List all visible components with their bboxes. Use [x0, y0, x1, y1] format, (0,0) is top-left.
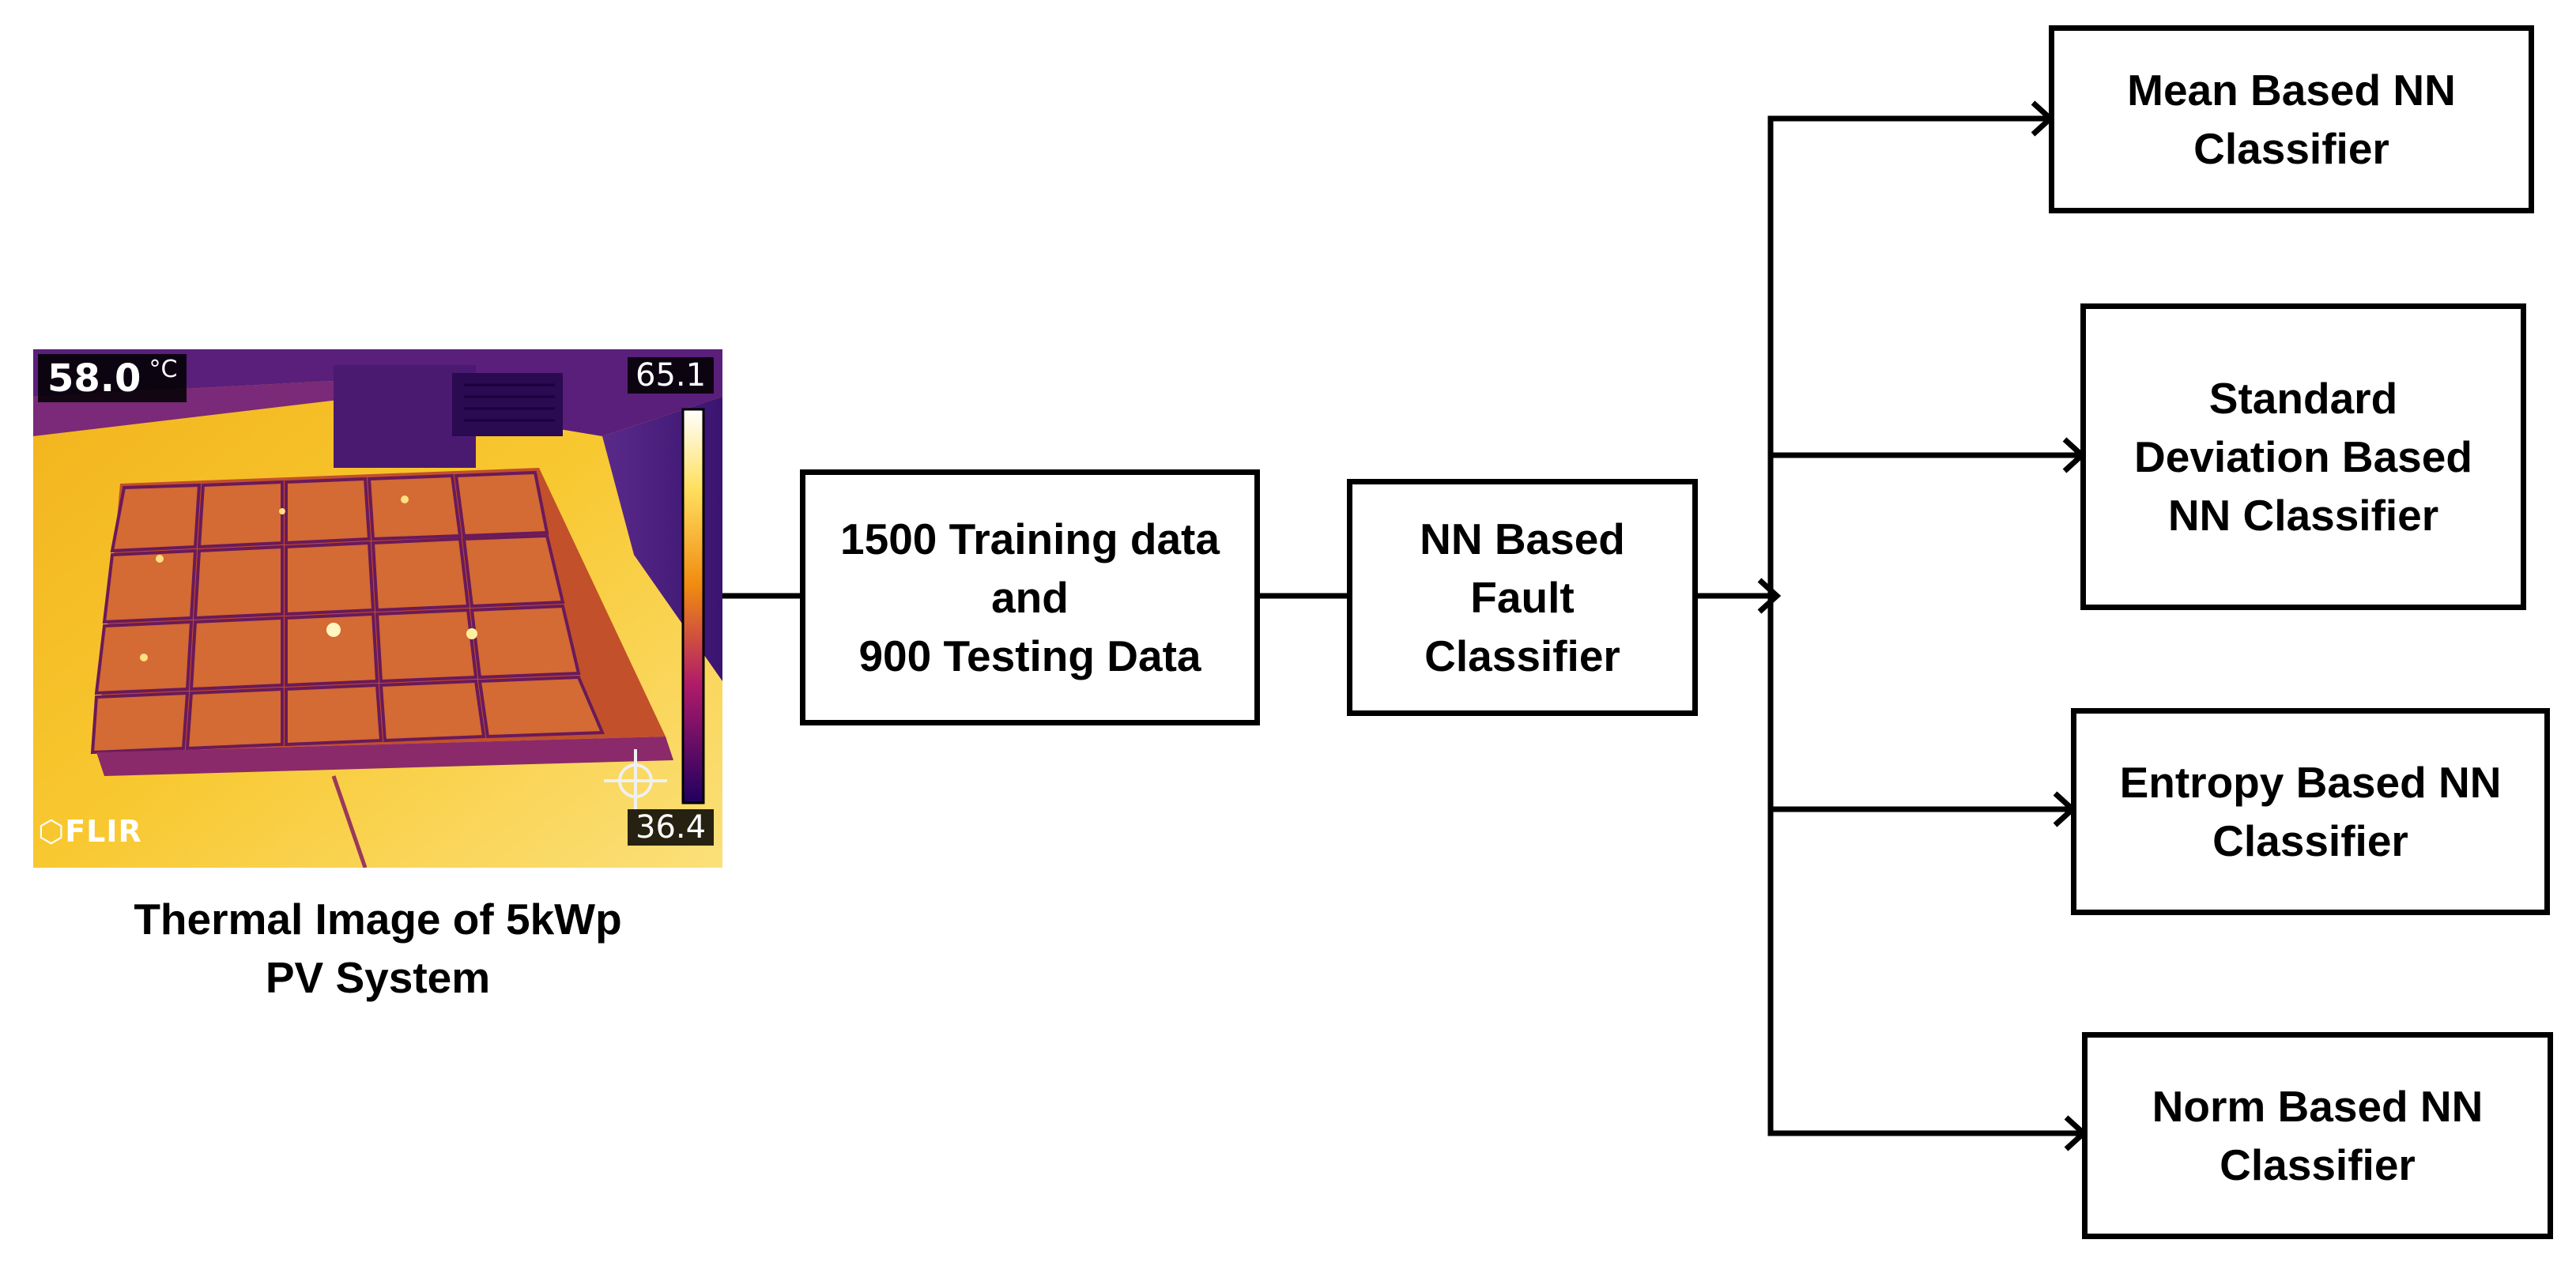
flir-logo-icon: ⬡ [38, 814, 66, 849]
thermal-image-caption: Thermal Image of 5kWp PV System [134, 895, 622, 1002]
flir-logo-text: FLIR [65, 814, 142, 849]
temperature-unit: °C [149, 356, 178, 383]
temperature-scale-bar [681, 408, 705, 804]
scale-min-label: 36.4 [628, 809, 715, 846]
scale-max-label: 65.1 [628, 357, 715, 394]
arrowhead-junction [1757, 578, 1782, 614]
crosshair-icon [604, 749, 667, 812]
flir-logo: ⬡FLIR [38, 814, 142, 849]
nn-fault-classifier-box: NN Based Fault Classifier [1347, 479, 1698, 716]
thermal-image: 58.0 °C 65.1 36.4 ⬡FLIR [33, 349, 722, 868]
mean-classifier-box: Mean Based NN Classifier [2049, 25, 2534, 213]
std-deviation-classifier-box: Standard Deviation Based NN Classifier [2080, 303, 2526, 610]
entropy-classifier-box: Entropy Based NN Classifier [2071, 708, 2550, 915]
spot-temperature-readout: 58.0 °C [38, 354, 187, 402]
spot-temperature-value: 58.0 [47, 356, 141, 401]
norm-classifier-box: Norm Based NN Classifier [2082, 1032, 2553, 1239]
thermal-scene [33, 349, 722, 868]
data-split-box: 1500 Training data and 900 Testing Data [800, 469, 1260, 725]
